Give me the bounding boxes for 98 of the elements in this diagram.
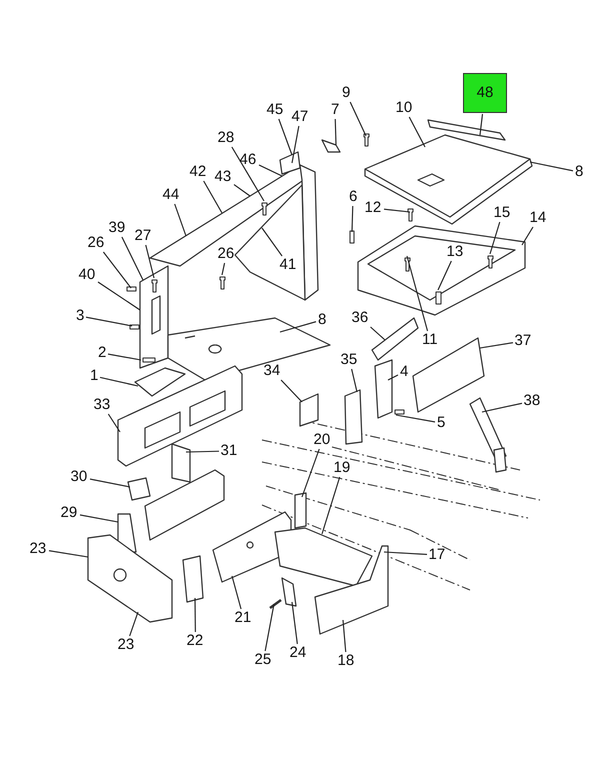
leader-line [102, 252, 132, 288]
callout-number: 27 [134, 228, 152, 244]
callout-number: 39 [108, 220, 126, 236]
leader-line [522, 226, 534, 246]
callout-number: 44 [162, 187, 180, 203]
leader-line [100, 376, 138, 387]
leader-line [351, 368, 358, 392]
leader-line [258, 164, 282, 176]
leader-line [86, 316, 132, 327]
leader-line [291, 126, 300, 164]
leader-line [90, 478, 130, 488]
leader-line [280, 380, 302, 402]
leader-line [342, 620, 346, 652]
leader-line [203, 180, 222, 214]
callout-number: 19 [332, 460, 352, 476]
leader-line [80, 514, 118, 523]
leader-line [301, 448, 320, 498]
callout-number: 17 [428, 547, 446, 563]
callout-number: 34 [262, 363, 282, 379]
callout-number: 35 [340, 352, 358, 368]
callout-number: 15 [492, 205, 512, 221]
highlighted-callout-box: 48 [463, 73, 507, 113]
callout-number: 21 [234, 610, 252, 626]
callout-number: 20 [312, 432, 332, 448]
leader-line [98, 282, 140, 310]
callout-number: 8 [574, 164, 584, 180]
leader-line [350, 102, 366, 136]
callout-number: 43 [214, 169, 232, 185]
callout-number: 40 [78, 267, 96, 283]
leader-line [194, 598, 196, 632]
callout-number: 24 [288, 645, 308, 661]
callout-number: 47 [290, 109, 310, 125]
callout-number: 31 [220, 443, 238, 459]
leader-line [438, 260, 452, 290]
callout-number: 8 [317, 312, 328, 328]
leader-line [48, 550, 88, 558]
leader-line [408, 116, 426, 148]
callout-number: 10 [394, 100, 414, 116]
callout-number: 37 [514, 333, 532, 349]
leader-line [370, 326, 386, 340]
callout-number: 12 [364, 200, 382, 216]
callout-number: 25 [254, 652, 272, 668]
leader-line [231, 146, 264, 202]
leader-line [291, 602, 298, 644]
leader-line [264, 604, 275, 652]
leader-line [145, 244, 155, 278]
leader-line [234, 184, 250, 196]
callout-number: 1 [89, 368, 100, 384]
callout-number: 26 [86, 235, 106, 251]
callout-number: 46 [238, 152, 258, 168]
leader-line [121, 236, 144, 280]
callout-number: 42 [188, 164, 208, 180]
leader-line [186, 450, 220, 453]
leader-line [334, 118, 337, 146]
callout-number: 11 [421, 332, 439, 348]
callout-number: 22 [186, 633, 204, 649]
leader-line [384, 551, 428, 555]
leader-line [388, 374, 398, 380]
callout-number: 5 [436, 415, 446, 431]
leader-line [129, 612, 139, 636]
callout-number: 23 [28, 541, 48, 557]
callout-number: 7 [330, 102, 340, 118]
callout-number: 6 [348, 189, 358, 205]
leader-line [480, 342, 514, 349]
leader-line [174, 204, 187, 236]
callout-number: 29 [60, 505, 78, 521]
callout-number: 13 [446, 244, 464, 260]
leader-line [479, 114, 484, 136]
callout-number: 9 [341, 85, 352, 101]
leader-line [108, 354, 142, 361]
leader-line [278, 118, 293, 156]
callout-number: 33 [92, 397, 112, 413]
leader-line [396, 414, 436, 422]
callout-number: 4 [399, 364, 410, 380]
leader-line [384, 208, 410, 213]
callout-number: 18 [336, 653, 356, 669]
callout-number: 38 [522, 393, 542, 409]
leader-line [231, 576, 242, 610]
leader-line [221, 262, 226, 276]
leader-line [321, 476, 340, 534]
leader-line [489, 222, 500, 254]
callout-number: 41 [278, 257, 298, 273]
leader-line [482, 402, 522, 413]
leader-line [262, 228, 282, 256]
callout-number: 45 [266, 102, 284, 118]
callout-number: 26 [216, 246, 236, 262]
leader-line [351, 206, 354, 232]
callout-number: 30 [70, 469, 88, 485]
leader-line [530, 161, 574, 172]
callout-number: 2 [97, 345, 108, 361]
leader-line [280, 321, 316, 333]
callout-number: 28 [216, 130, 236, 146]
leader-line [108, 414, 120, 432]
leader-line [406, 256, 428, 332]
callout-number: 36 [350, 310, 370, 326]
callout-number: 14 [528, 210, 548, 226]
callout-number: 23 [116, 637, 136, 653]
callout-number: 3 [75, 308, 86, 324]
